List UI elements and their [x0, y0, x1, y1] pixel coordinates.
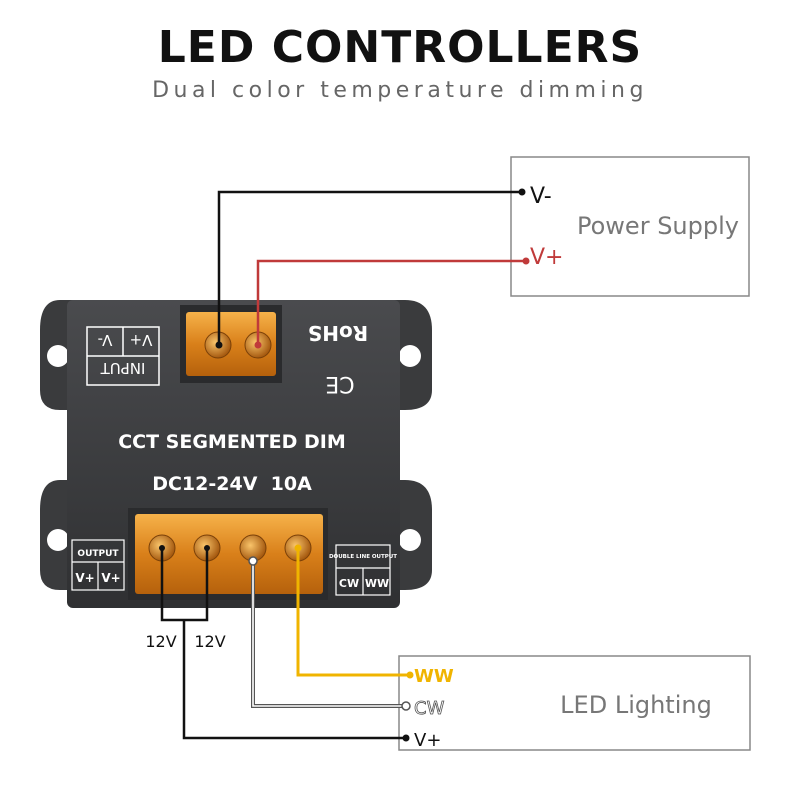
negative-wire: [215, 188, 526, 349]
ce-mark: CE: [325, 371, 354, 396]
cw-output-label: CW: [339, 577, 359, 590]
ww-wire: [294, 544, 414, 679]
page-title: LED CONTROLLERS: [157, 22, 643, 73]
input-vminus-label: V-: [98, 331, 113, 349]
vplus-output-wires: [159, 545, 410, 742]
positive-wire: [254, 257, 530, 349]
output-terminal-block: [128, 508, 328, 600]
input-terminal-block: [180, 305, 282, 383]
double-line-output-label: DOUBLE LINE OUTPUT: [329, 554, 397, 560]
input-label: INPUT: [100, 359, 146, 377]
controller-name: CCT SEGMENTED DIM: [118, 431, 346, 453]
page-subtitle: Dual color temperature dimming: [152, 78, 648, 103]
power-supply-box: Power Supply V- V+: [510, 156, 750, 297]
voltage-label-right: 12V: [194, 632, 225, 651]
power-supply-positive-label: V+: [530, 245, 563, 270]
voltage-label-left: 12V: [145, 632, 176, 651]
led-cw-label: CW: [414, 698, 445, 719]
output-vplus-1: V+: [75, 571, 94, 585]
led-lighting-label: LED Lighting: [560, 691, 712, 719]
output-vplus-2: V+: [101, 571, 120, 585]
controller-rating: DC12-24V 10A: [152, 473, 312, 495]
cw-wire: [248, 556, 411, 711]
led-vplus-label: V+: [414, 730, 441, 751]
controller-device: INPUT V+ V- RoHS CE CCT SEGMENTED DIM DC…: [40, 300, 432, 608]
double-line-output-block: DOUBLE LINE OUTPUT CW WW: [329, 544, 397, 596]
led-ww-label: WW: [414, 666, 454, 687]
led-lighting-box: LED Lighting WW CW V+: [398, 655, 751, 751]
output-label: OUTPUT: [77, 549, 119, 559]
rohs-mark: RoHS: [308, 321, 368, 345]
ww-output-label: WW: [365, 577, 389, 590]
input-vplus-label: V+: [130, 331, 153, 349]
power-supply-negative-label: V-: [530, 184, 552, 209]
output-label-block: OUTPUT V+ V+: [71, 539, 125, 591]
power-supply-label: Power Supply: [577, 212, 739, 240]
